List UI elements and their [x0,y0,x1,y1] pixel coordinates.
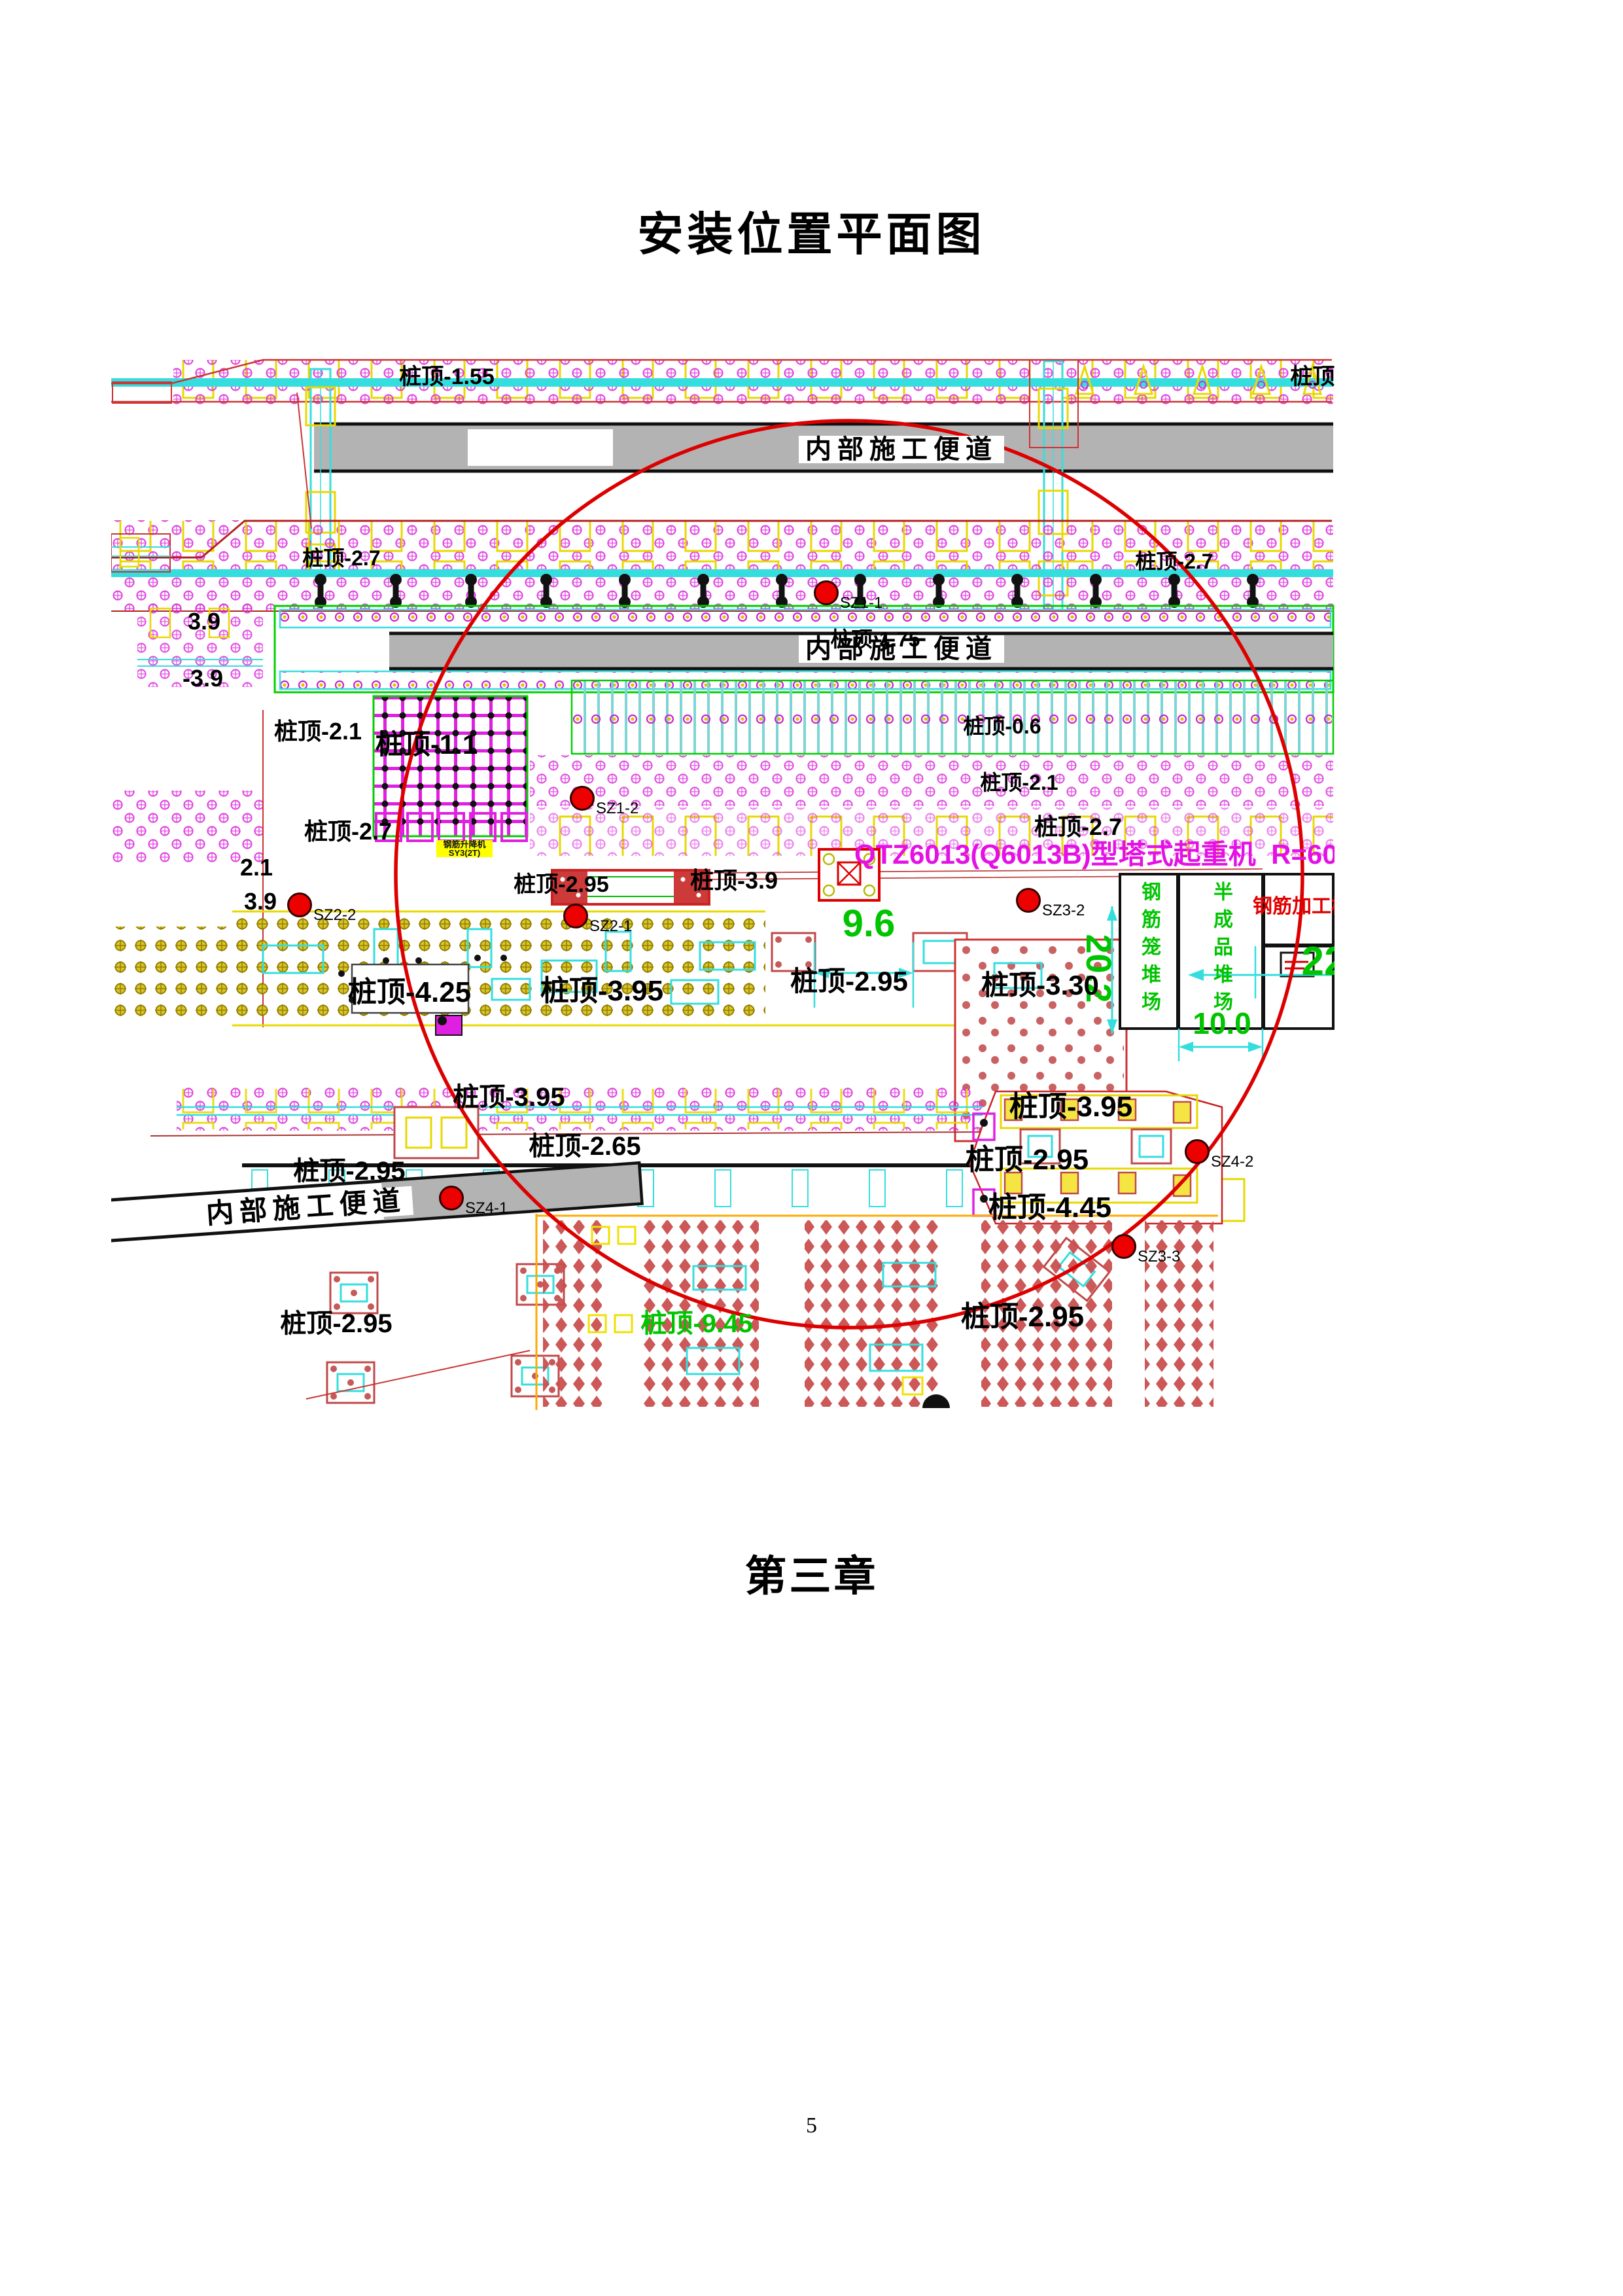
drawing-label: 3.9 [187,608,221,635]
drawing-label: 内部施工便道 [799,436,1004,463]
drawing-label: 桩顶-2.95 [280,1309,393,1338]
drawing-label: 钢筋笼堆场 [1138,881,1160,1019]
survey-point-label: SZ3-3 [1138,1248,1181,1265]
drawing-label: 桩顶-4.45 [988,1192,1112,1224]
drawing-label: 桩顶-1.75 [830,627,920,651]
drawing-label: 桩顶-3.95 [1009,1091,1133,1123]
survey-point-label: SZ2-1 [589,917,633,935]
crane-radius-circle [394,419,1304,1330]
page-number: 5 [806,2113,817,2138]
drawing-label: 9.6 [842,902,896,945]
red-band-295 [551,868,1263,906]
drawing-label: 桩顶-2.95 [965,1144,1089,1176]
drawing-label: 桩顶-3.9 [689,867,778,894]
drawing-label: 桩顶-2.65 [529,1132,641,1161]
tower-crane-base [818,848,881,902]
drawing-label: 3.9 [243,888,277,915]
pile-row-395 [150,1087,988,1137]
chapter-heading: 第三章 [744,1553,879,1600]
drawing-label: 钢筋升降机SY3(2T) [436,840,493,857]
drawing-label: 桩顶-0.6 [963,715,1041,738]
drawing-label: 桩顶-2.7 [302,546,381,570]
drawing-label: 桩顶-2.95 [960,1301,1085,1333]
drawing-label: 桩顶-9.45 [640,1309,753,1338]
pile-band-top [111,359,1333,404]
drawing-label: 桩顶-4.25 [347,976,472,1008]
olive-pile-field [232,910,981,1036]
storage-yards [1119,873,1335,1061]
survey-point-label: SZ2-2 [313,906,357,924]
drawing-label: 桩顶-3.95 [453,1083,565,1112]
pile-band-2 [111,520,1333,612]
survey-point-label: SZ1-1 [840,594,883,612]
drawing-label: 22 [1301,939,1335,984]
survey-point-dot [563,904,588,928]
drawing-label: 2.1 [239,854,273,881]
survey-point-dot [287,892,312,917]
survey-point-dot [1016,888,1041,913]
drawing-label: 半成品堆场 [1210,881,1232,1019]
survey-point-label: SZ4-2 [1211,1153,1254,1171]
drawing-label: 桩顶-2.7 [1135,550,1213,573]
drawing-label: 钢筋加工棚 [1253,896,1335,917]
survey-point-dot [439,1186,464,1210]
middle-pile-rows [530,755,1333,856]
drawing-label: 桩顶-2.95 [293,1157,406,1186]
drawing-label: 桩顶-2.95 [790,966,908,997]
drawing-label: 桩顶-1.1 [375,729,478,760]
drawing-label: 桩顶-2.95 [514,872,609,897]
drawing-label: 桩顶-2.7 [1034,813,1123,840]
survey-point-dot [814,580,839,605]
drawing-label: 桩顶-3.30 [981,970,1099,1000]
drawing-label: 10.0 [1193,1006,1251,1040]
bottom-left-footings [305,1263,565,1404]
drawing-label: 桩顶-3.95 [540,975,664,1007]
drawing-label: -3.9 [182,665,224,692]
survey-point-dot [1111,1234,1136,1259]
survey-point-label: SZ1-2 [596,800,639,817]
survey-point-dot [570,786,595,811]
drawing-label: 桩顶-1.55 [399,364,495,389]
drawing-label: 桩顶-2.1 [980,771,1058,794]
site-plan: 桩顶-1.55桩顶-内部施工便道桩顶-2.7桩顶-2.7内部施工便道桩顶-1.7… [111,353,1335,1410]
striped-pile-band [570,679,1335,755]
drawing-label: 桩顶-2.7 [304,818,393,845]
drawing-label: 桩顶-2.1 [273,718,362,745]
drawing-label: QTZ6013(Q6013B)型塔式起重机 R=60m [854,839,1335,870]
survey-point-label: SZ3-2 [1042,902,1085,919]
survey-point-dot [1185,1139,1210,1164]
page-title: 安装位置平面图 [637,210,986,260]
drawing-label: 内部施工便道 [799,635,1004,663]
grid-pile-block [372,695,529,842]
survey-point-label: SZ4-1 [465,1199,508,1217]
drawing-label: 桩顶- [1290,364,1335,389]
